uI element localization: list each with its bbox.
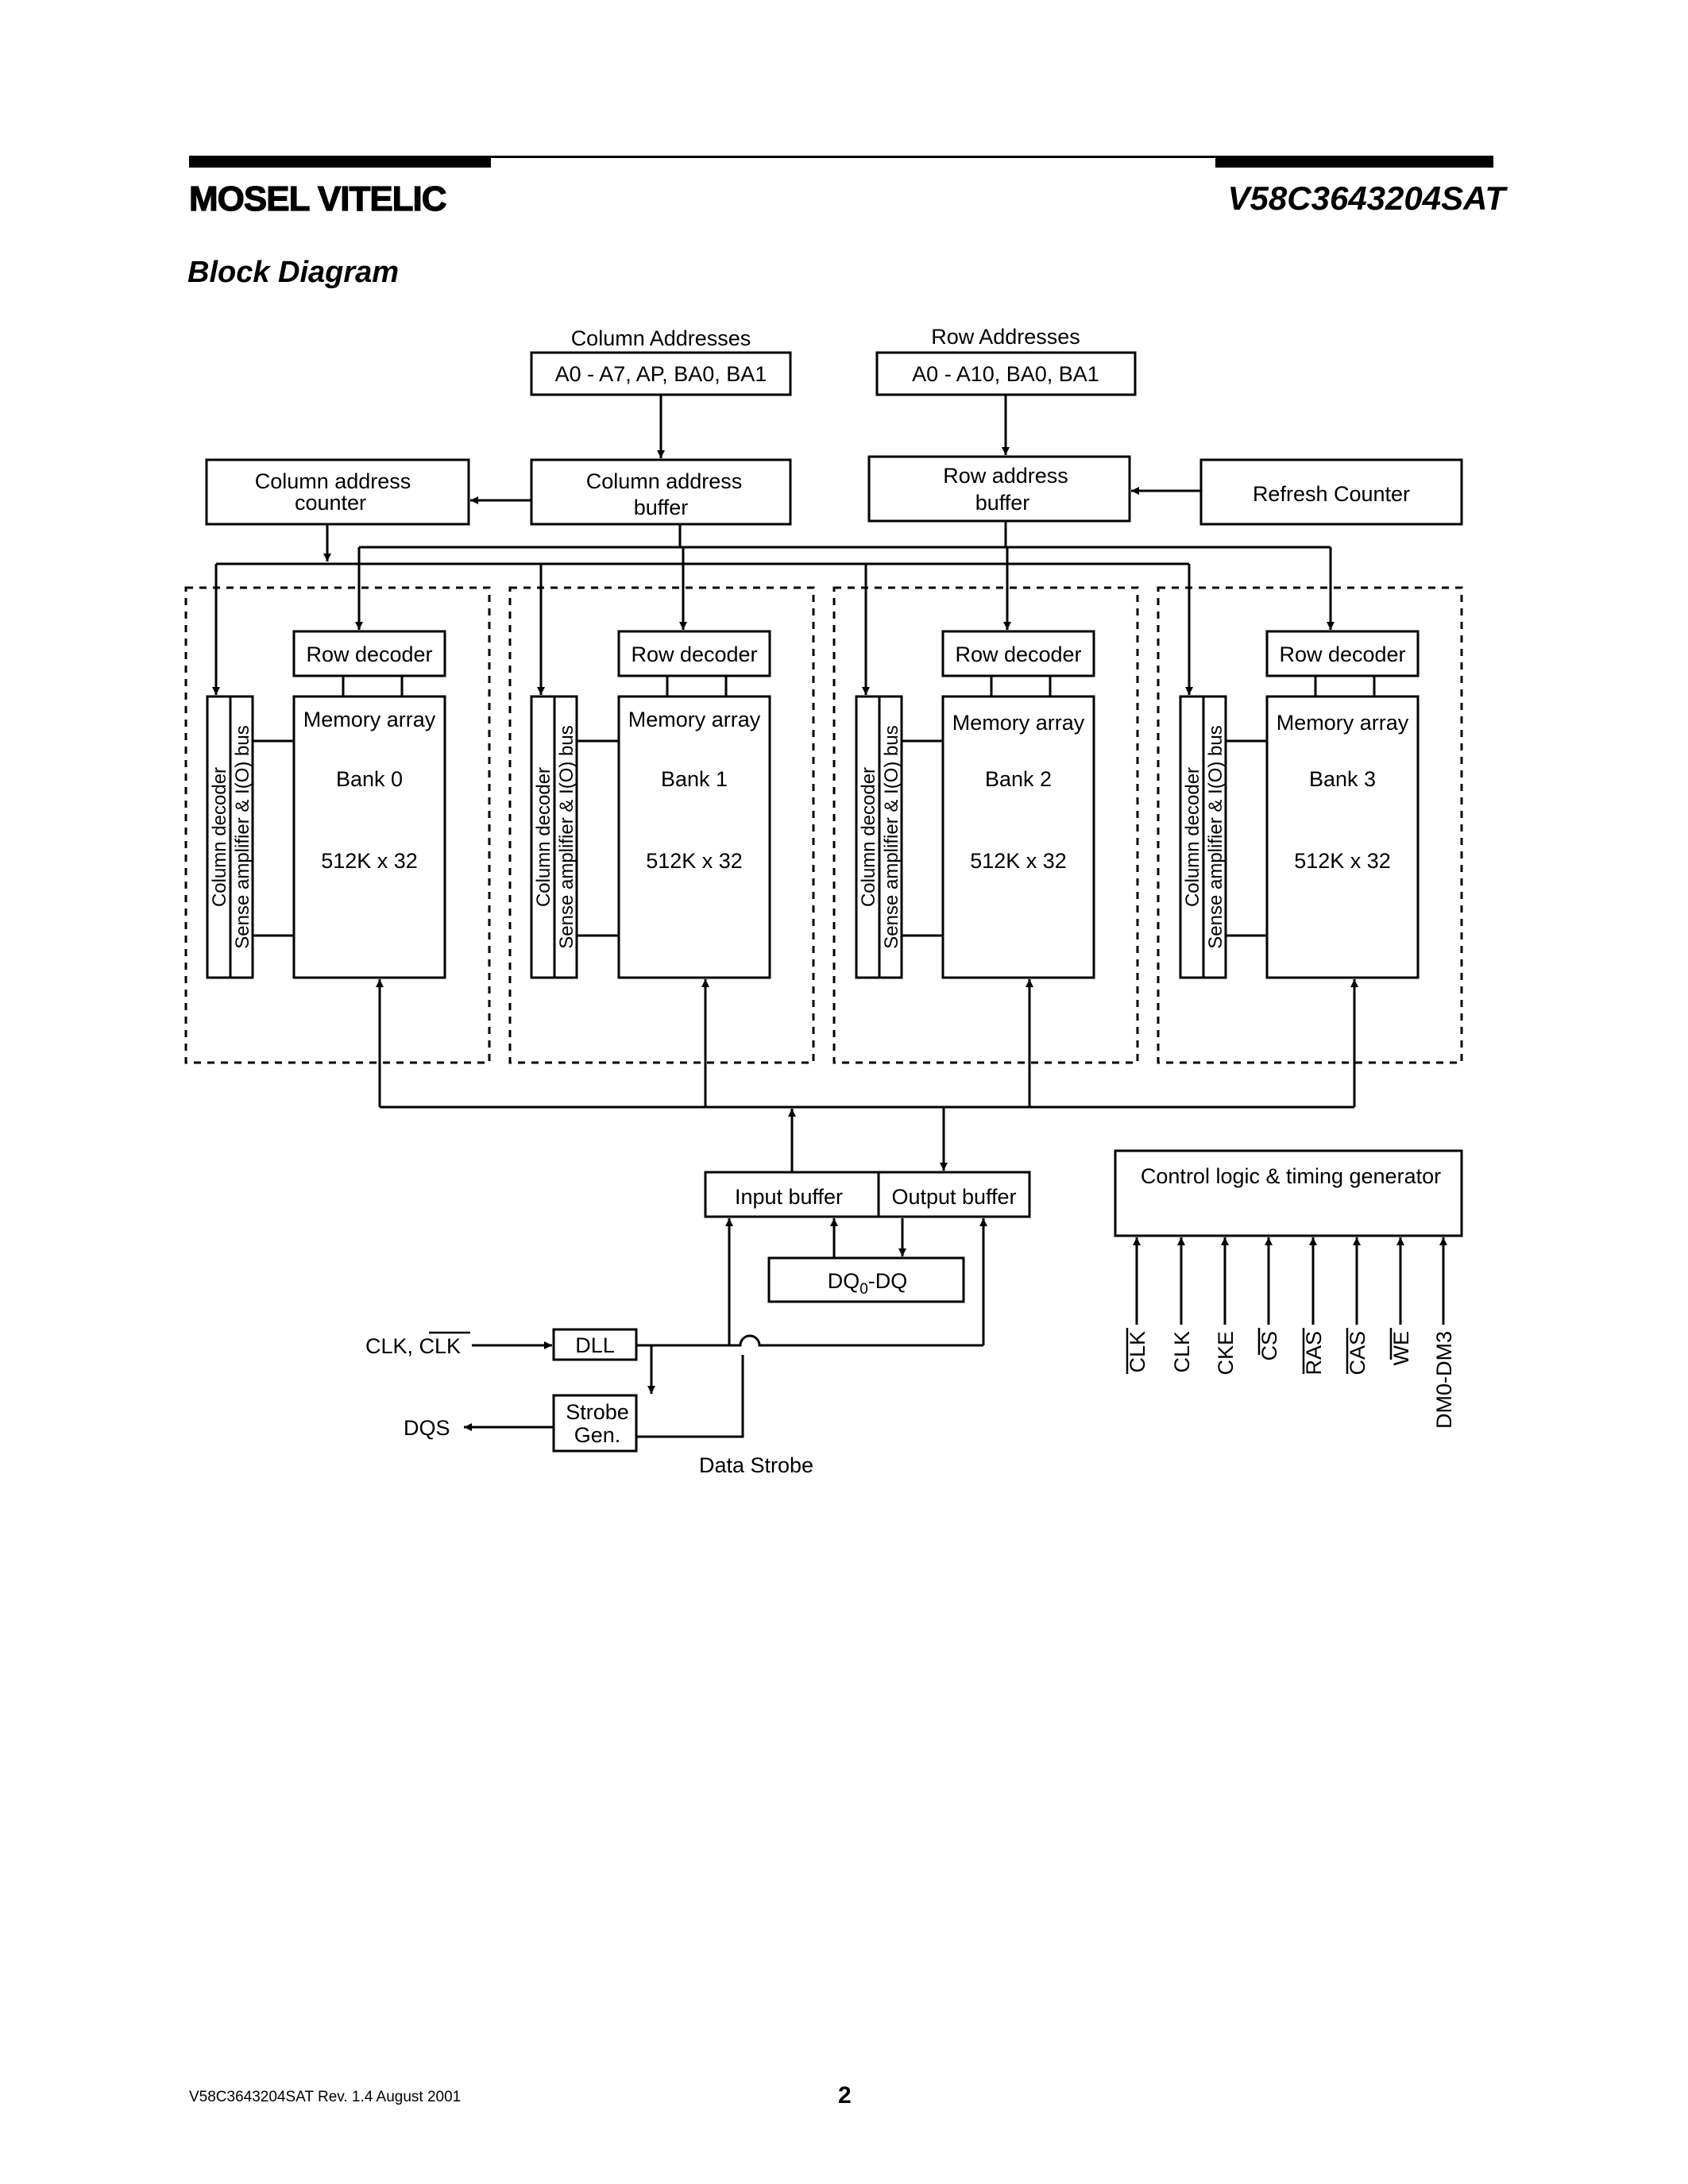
bank3-memory-array-label: Memory array [1277,711,1409,735]
row-addresses-label: Row Addresses [931,325,1080,349]
control-logic-label: Control logic & timing generator [1141,1164,1441,1188]
bank2-size-label: 512K x 32 [970,849,1067,873]
bank1-memory-array [617,695,771,979]
signal-cs-bar: CS [1257,1331,1281,1361]
bank0-bank-label: Bank 0 [336,767,403,791]
signal-cas-bar: CAS [1346,1331,1369,1376]
signal-cke: CKE [1214,1331,1238,1376]
control-logic-box [1114,1149,1463,1237]
signal-ras-bar: RAS [1302,1331,1326,1376]
row-addresses-value: A0 - A10, BA0, BA1 [912,362,1099,386]
bank0-row-decoder [292,630,446,677]
column-address-buffer-label-2: buffer [634,496,689,519]
dqs-label: DQS [404,1416,450,1440]
bank3-size-label: 512K x 32 [1294,849,1391,873]
strobe-gen-label-2: Gen. [574,1423,621,1447]
clk-label-a: CLK, [365,1334,419,1358]
refresh-counter-label: Refresh Counter [1253,482,1410,506]
bank1-row-decoder [617,630,771,677]
dq-base: DQ [828,1269,860,1293]
data-strobe-label: Data Strobe [699,1453,813,1477]
header-rule-right [1215,156,1493,168]
bank1-sense-amp-label: Sense amplifier & I(O) bus [556,725,577,948]
bank2-bank-label: Bank 2 [985,767,1052,791]
footer-page-number: 2 [838,2082,852,2109]
bank3-column-decoder-label: Column decoder [1182,767,1203,907]
bank0-column-decoder-label: Column decoder [209,767,230,907]
output-buffer-label: Output buffer [891,1185,1016,1209]
column-addresses-value: A0 - A7, AP, BA0, BA1 [555,362,767,386]
bank0-size-label: 512K x 32 [321,849,418,873]
bank2-row-decoder-label: Row decoder [955,642,1081,666]
bank0-memory-array [292,695,446,979]
bank3-container [1157,586,1463,1064]
bank3-sense-amp-label: Sense amplifier & I(O) bus [1205,725,1226,948]
column-addresses-label: Column Addresses [571,326,751,350]
header-rule-center [491,156,1215,158]
bank3-row-decoder-label: Row decoder [1279,642,1405,666]
bank1-row-decoder-label: Row decoder [631,642,757,666]
bank0-row-decoder-label: Row decoder [306,642,432,666]
bank3-sense-amp [1202,695,1227,979]
signal-dm: DM0-DM3 [1432,1331,1456,1429]
dll-label: DLL [575,1333,615,1357]
bank2-column-decoder-label: Column decoder [858,767,879,907]
strobe-gen-label-1: Strobe [566,1400,629,1424]
bank0-sense-amp-label: Sense amplifier & I(O) bus [232,725,253,948]
row-address-buffer-box [867,455,1131,523]
bank3-row-decoder [1265,630,1420,677]
bank2-container [832,586,1139,1064]
bank2-sense-amp [878,695,903,979]
part-number: V58C3643204SAT [1227,179,1505,217]
brand-logo: MOSEL VITELIC [188,179,447,218]
bank1-sense-amp [553,695,578,979]
header-rule-left [189,156,491,168]
bank2-sense-amp-label: Sense amplifier & I(O) bus [881,725,902,948]
dq-sub: 0 [859,1281,868,1298]
bank1-bank-label: Bank 1 [661,767,728,791]
footer-doc-ref: V58C3643204SAT Rev. 1.4 August 2001 [189,2089,462,2105]
bank1-column-decoder-label: Column decoder [533,767,554,907]
strobe-gen-box [552,1394,638,1453]
column-address-counter-label-2: counter [295,491,366,515]
bank3-memory-array [1265,695,1420,979]
input-buffer-label: Input buffer [735,1185,843,1209]
signal-we-bar: WE [1389,1331,1413,1366]
signal-clk-bar: CLK [1126,1331,1149,1373]
bank0-container [184,586,491,1064]
column-address-buffer-box [530,458,792,526]
clk-input-label: CLK, CLK [365,1334,461,1358]
io-buffer-box [704,1171,1031,1218]
dq-box [767,1256,965,1303]
dq-tail: -DQ [868,1269,908,1293]
bank1-size-label: 512K x 32 [646,849,743,873]
bank3-bank-label: Bank 3 [1309,767,1376,791]
signal-clk: CLK [1170,1331,1194,1373]
clk-label-b: CLK [419,1334,462,1358]
column-address-buffer-label-1: Column address [586,469,743,493]
column-address-counter-label-1: Column address [255,469,411,493]
dq-label: DQ0-DQ [828,1269,908,1298]
section-title: Block Diagram [187,256,400,289]
bank0-memory-array-label: Memory array [303,708,436,731]
column-address-counter-box [205,458,470,526]
bank2-memory-array-label: Memory array [952,711,1085,735]
row-address-buffer-label-1: Row address [943,464,1068,488]
bank1-container [508,586,815,1064]
bank2-row-decoder [941,630,1095,677]
bank1-memory-array-label: Memory array [628,708,761,731]
row-address-buffer-label-2: buffer [975,491,1030,515]
bank0-sense-amp [229,695,254,979]
bank2-memory-array [941,695,1095,979]
